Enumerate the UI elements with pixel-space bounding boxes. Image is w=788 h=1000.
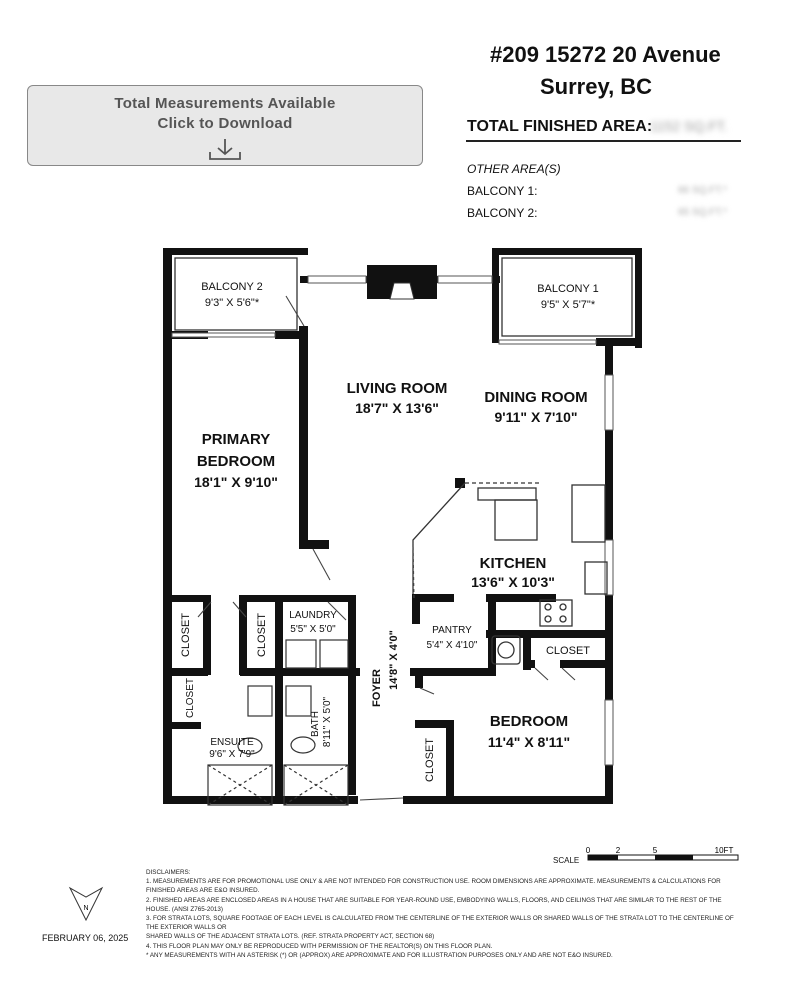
balcony1-area-label: BALCONY 1: [467, 184, 538, 198]
disclaimer-line: DISCLAIMERS: [146, 869, 191, 876]
bath-name: BATH [310, 711, 321, 737]
scale-bar: 0 2 5 10FT [586, 846, 739, 861]
balcony2-dims: 9'3" X 5'6"* [205, 297, 260, 309]
disclaimer-line: * ANY MEASUREMENTS WITH AN ASTERISK (*) … [146, 951, 613, 959]
pantry-dims: 5'4" X 4'10" [427, 640, 478, 651]
plan-date: FEBRUARY 06, 2025 [42, 933, 129, 943]
balcony2-area-value: 65 SQ.FT.* [678, 207, 727, 218]
bedroom-dims: 11'4" X 8'11" [488, 734, 570, 750]
walls [163, 248, 642, 804]
bath-dims: 8'11" X 5'0" [322, 696, 333, 747]
address-line2: Surrey, BC [540, 74, 653, 99]
disclaimer-line: 1. MEASUREMENTS ARE FOR PROMOTIONAL USE … [146, 878, 721, 886]
disclaimers: DISCLAIMERS: 1. MEASUREMENTS ARE FOR PRO… [146, 868, 746, 960]
balcony1-name: BALCONY 1 [537, 283, 599, 295]
disclaimer-line: SHARED WALLS OF THE ADJACENT STRATA LOTS… [146, 933, 435, 941]
total-finished-area-label: TOTAL FINISHED AREA: [467, 118, 653, 135]
primary-bedroom-dims: 18'1" X 9'10" [194, 474, 278, 490]
foyer-dims: 14'8" X 4'0" [388, 630, 400, 690]
kitchen-dims: 13'6" X 10'3" [471, 574, 555, 590]
ensuite-dims: 9'6" X 7'9" [209, 749, 255, 760]
living-room-dims: 18'7" X 13'6" [355, 400, 439, 416]
address-line1: #209 15272 20 Avenue [490, 42, 721, 67]
north-arrow-icon: N [68, 886, 104, 922]
dining-room-dims: 9'11" X 7'10" [495, 409, 578, 425]
kitchen-name: KITCHEN [480, 555, 547, 572]
balcony1-area-value: 66 SQ.FT.* [678, 185, 727, 196]
balcony2-area-label: BALCONY 2: [467, 206, 538, 220]
scale-label: SCALE [553, 856, 580, 865]
closet-label-1: CLOSET [180, 613, 192, 657]
bedroom-name: BEDROOM [490, 713, 568, 730]
fireplace [389, 282, 415, 300]
balcony2-name: BALCONY 2 [201, 281, 263, 293]
doors [197, 295, 576, 801]
total-finished-area-value: 1152 SQ.FT. [650, 118, 728, 134]
disclaimer-line: 4. THIS FLOOR PLAN MAY ONLY BE REPRODUCE… [146, 942, 493, 950]
disclaimer-line: FINISHED AREAS ARE E&O INSURED. [146, 887, 260, 895]
scale-tick-5: 5 [653, 846, 658, 855]
download-line2: Click to Download [157, 115, 293, 132]
other-areas-label: OTHER AREA(S) [467, 162, 561, 176]
download-icon [209, 139, 241, 160]
ensuite-name: ENSUITE [210, 737, 254, 748]
scale-tick-0: 0 [586, 846, 591, 855]
scale-tick-10: 10FT [715, 846, 734, 855]
laundry-name: LAUNDRY [289, 610, 337, 621]
divider [466, 140, 741, 142]
download-line1: Total Measurements Available [114, 95, 336, 112]
bath-fixtures [207, 639, 349, 806]
bedroom-closet-label: CLOSET [546, 645, 590, 657]
closet-label-2: CLOSET [256, 613, 268, 657]
disclaimer-line: THE EXTERIOR WALLS OR [146, 924, 227, 932]
kitchen-fixtures [412, 482, 608, 665]
foyer-name: FOYER [371, 669, 383, 707]
disclaimer-line: 3. FOR STRATA LOTS, SQUARE FOOTAGE OF EA… [146, 915, 734, 923]
dining-room-name: DINING ROOM [484, 389, 587, 406]
laundry-dims: 5'5" X 5'0" [290, 624, 336, 635]
living-room-name: LIVING ROOM [347, 380, 448, 397]
balcony1-dims: 9'5" X 5'7"* [541, 299, 596, 311]
primary-bedroom-name2: BEDROOM [197, 453, 275, 470]
primary-bedroom-name1: PRIMARY [202, 431, 271, 448]
scale-tick-2: 2 [616, 846, 621, 855]
download-measurements-button[interactable]: Total Measurements Available Click to Do… [27, 85, 423, 166]
disclaimer-line: 2. FINISHED AREAS ARE ENCLOSED AREAS IN … [146, 896, 722, 904]
pantry-name: PANTRY [432, 625, 472, 636]
closet-label-4: CLOSET [424, 738, 436, 782]
windows [171, 275, 614, 766]
closet-label-3: CLOSET [185, 678, 196, 718]
north-letter: N [83, 905, 88, 912]
disclaimer-line: HOUSE. (ANSI Z765-2013) [146, 905, 223, 913]
balcony-railings [174, 257, 633, 337]
